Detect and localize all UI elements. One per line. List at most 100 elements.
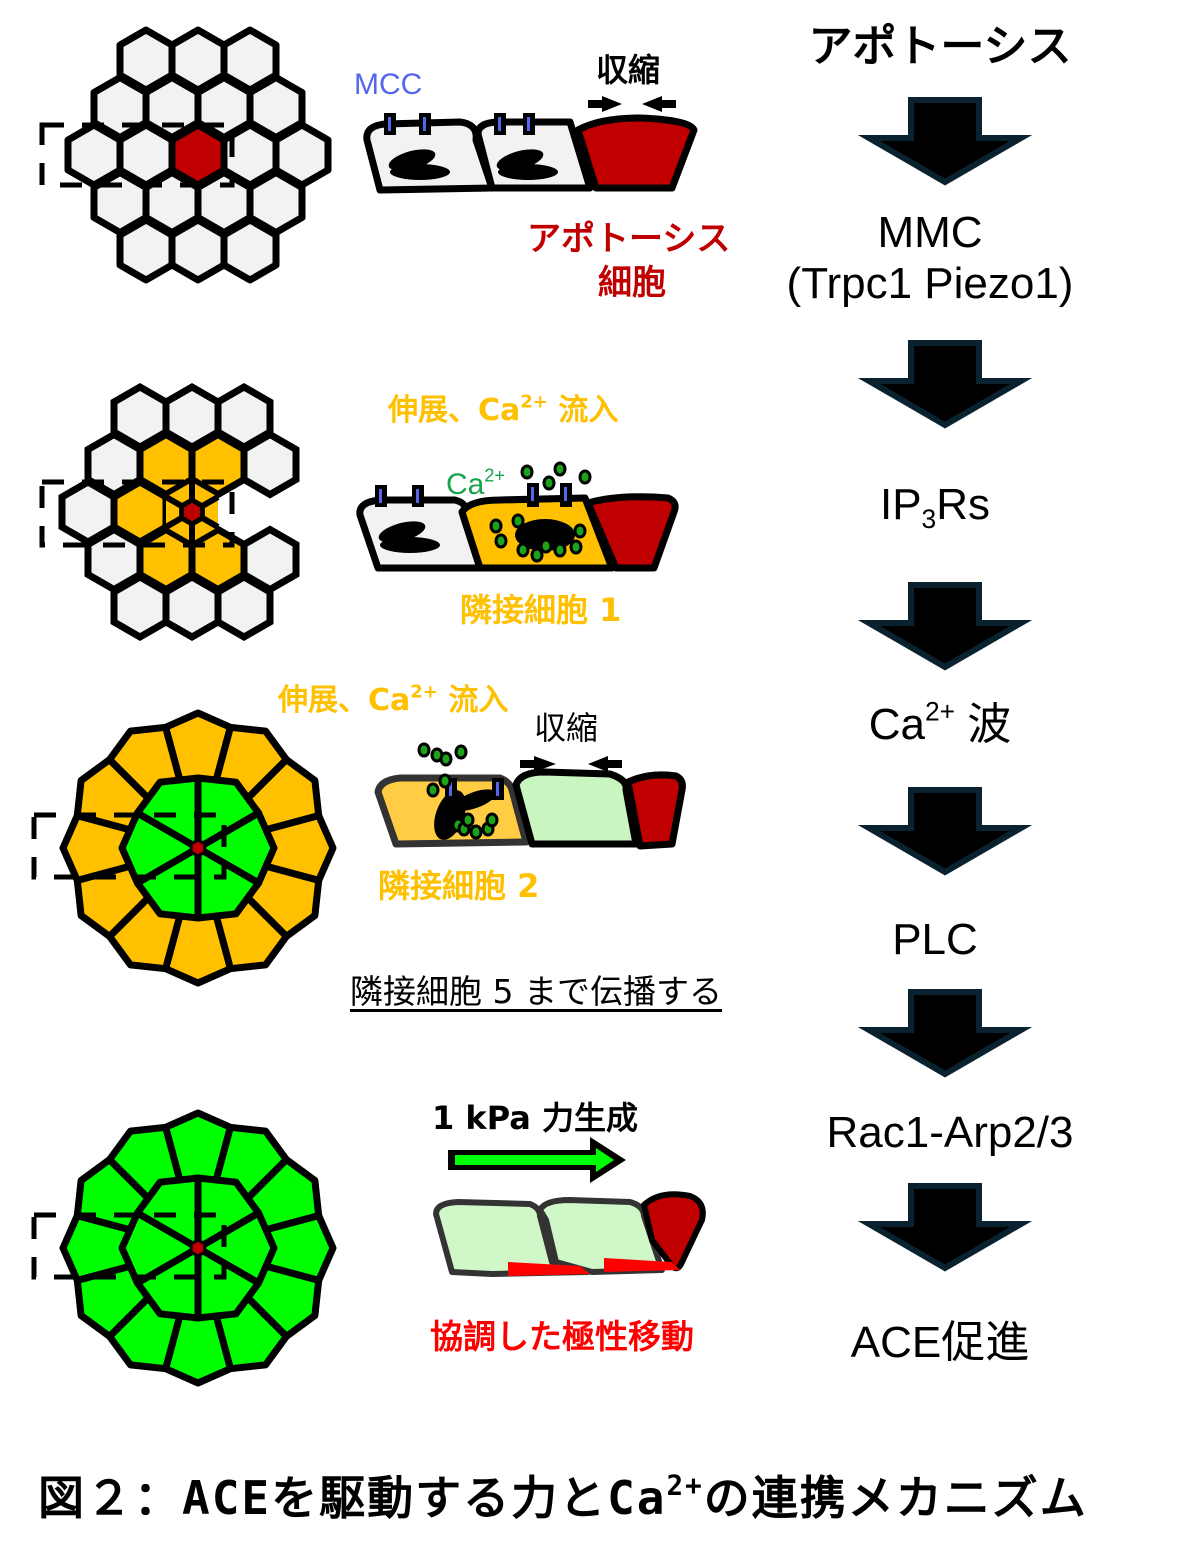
apoptotic-cell (189, 838, 207, 858)
pathway-step-ca-wave: Ca2+ 波 (830, 696, 1050, 751)
apoptotic-cell-label-line1: アポトーシス (527, 219, 731, 259)
cell (240, 430, 300, 499)
calcium-dot (494, 533, 508, 549)
cell (116, 216, 176, 284)
figure-caption: 図２：ACEを駆動する力とCa2+の連携メカニズム (38, 1462, 1088, 1528)
stretch-label-suffix: 流入 (547, 393, 619, 428)
pathway-step-mmc: MMC (Trpc1 Piezo1) (775, 208, 1085, 309)
side-cell-migrating-1 (433, 1199, 591, 1277)
calcium-dot (578, 469, 592, 485)
superscript: 2+ (924, 696, 956, 727)
calcium-dot (485, 812, 499, 828)
tissue-stage4-deformed (31, 1109, 337, 1387)
cell (214, 572, 274, 642)
side-cell-apoptotic (624, 771, 686, 850)
contraction-label: 収縮 (596, 51, 661, 89)
superscript: 2+ (484, 465, 505, 486)
force-generation-label: 1 kPa 力生成 (432, 1099, 639, 1137)
calcium-dot (530, 547, 544, 563)
stretch-label-text: 伸展、Ca (388, 393, 521, 428)
neighbor-cell-2-label: 隣接細胞 2 (378, 867, 540, 905)
calcium-dot (454, 744, 468, 760)
pathway-step-rac1-arp23: Rac1-Arp2/3 (826, 1108, 1074, 1157)
coordinated-migration-label: 協調した極性移動 (430, 1317, 694, 1356)
superscript: 2+ (410, 681, 438, 703)
calcium-dot (417, 742, 431, 758)
calcium-dot (520, 464, 534, 480)
apoptotic-cell (189, 1238, 207, 1258)
contraction-arrows (588, 96, 676, 112)
propagation-note: 隣接細胞 5 まで伝播する (350, 972, 722, 1011)
caption-text-suffix: の連携メカニズム (703, 1471, 1088, 1525)
mcc-channels (384, 113, 535, 135)
zoom-region-box (39, 479, 235, 548)
calcium-dot (553, 542, 567, 558)
side-cell-apoptotic (574, 114, 698, 192)
neighbor-cell-1-label: 隣接細胞 1 (460, 591, 622, 629)
nucleus-blob (388, 149, 558, 180)
rs-text: Rs (936, 480, 991, 529)
pathway-step-plc: PLC (892, 915, 978, 964)
side-cell-apoptotic (584, 493, 679, 572)
calcium-dot (461, 812, 475, 828)
down-arrow-icon (857, 787, 1033, 876)
calcium-dot (489, 518, 503, 534)
ca-text: Ca (446, 468, 485, 501)
zoom-region-box (39, 122, 235, 188)
stretch-label-suffix: 流入 (437, 683, 509, 718)
cell (168, 216, 228, 284)
stretch-label-text: 伸展、Ca (278, 683, 411, 718)
zoom-region-box (31, 812, 227, 880)
calcium-dot (516, 542, 530, 558)
cell (188, 430, 248, 499)
down-arrow-icon (857, 340, 1033, 429)
zoom-region-box (31, 1212, 227, 1280)
calcium-dot (469, 824, 483, 840)
tissue-stage3-deformed (31, 709, 337, 987)
down-arrow-icon (857, 97, 1033, 186)
side-view-stage3 (374, 742, 686, 850)
pathway-step-mmc-title: MMC (877, 208, 983, 257)
contraction-label-2: 収縮 (534, 709, 599, 747)
superscript: 2+ (666, 1468, 704, 1502)
force-arrow (448, 1137, 626, 1183)
stretch-ca-influx-label: 伸展、Ca2+ 流入 (388, 393, 619, 428)
calcium-dots (417, 742, 499, 840)
down-arrow-icon (857, 582, 1033, 671)
calcium-dot (438, 773, 452, 789)
ca-ion-label: Ca2+ (446, 466, 505, 501)
calcium-dot (573, 523, 587, 539)
down-arrow-icon (857, 989, 1033, 1078)
wave-text: 波 (955, 700, 1012, 749)
calcium-dot (569, 539, 583, 555)
contraction-arrows (520, 756, 622, 772)
ip-text: IP (879, 480, 922, 529)
cell (162, 572, 222, 642)
side-view-stage1 (363, 96, 698, 194)
pathway-arrows (857, 97, 1033, 1272)
calcium-dot (539, 538, 553, 554)
pathway-step-ip3rs: IP3Rs (830, 480, 1040, 535)
superscript: 2+ (520, 391, 548, 413)
calcium-dot (511, 513, 525, 529)
calcium-dot (426, 782, 440, 798)
tissue-honeycomb-stage2 (39, 382, 300, 642)
apoptotic-cell-label-line2: 細胞 (598, 263, 666, 303)
calcium-dot (542, 475, 556, 491)
caption-text: 図２：ACEを駆動する力とCa (38, 1471, 667, 1525)
ca-text: Ca (868, 700, 925, 749)
calcium-dots (489, 461, 592, 563)
pathway-step-ace-promotion: ACE促進 (850, 1318, 1030, 1367)
mcc-label: MCC (354, 68, 423, 101)
subscript: 3 (921, 504, 937, 535)
side-cell-contracting-green (512, 768, 640, 848)
side-view-stage2 (356, 461, 679, 572)
tissue-honeycomb-stage1 (39, 26, 332, 284)
pathway-step-apoptosis: アポトーシス (808, 21, 1072, 72)
calcium-dot (553, 461, 567, 477)
down-arrow-icon (857, 1183, 1033, 1272)
cell (220, 216, 280, 284)
mcc-channels (375, 483, 572, 507)
lamellipodia-force (508, 1258, 680, 1276)
